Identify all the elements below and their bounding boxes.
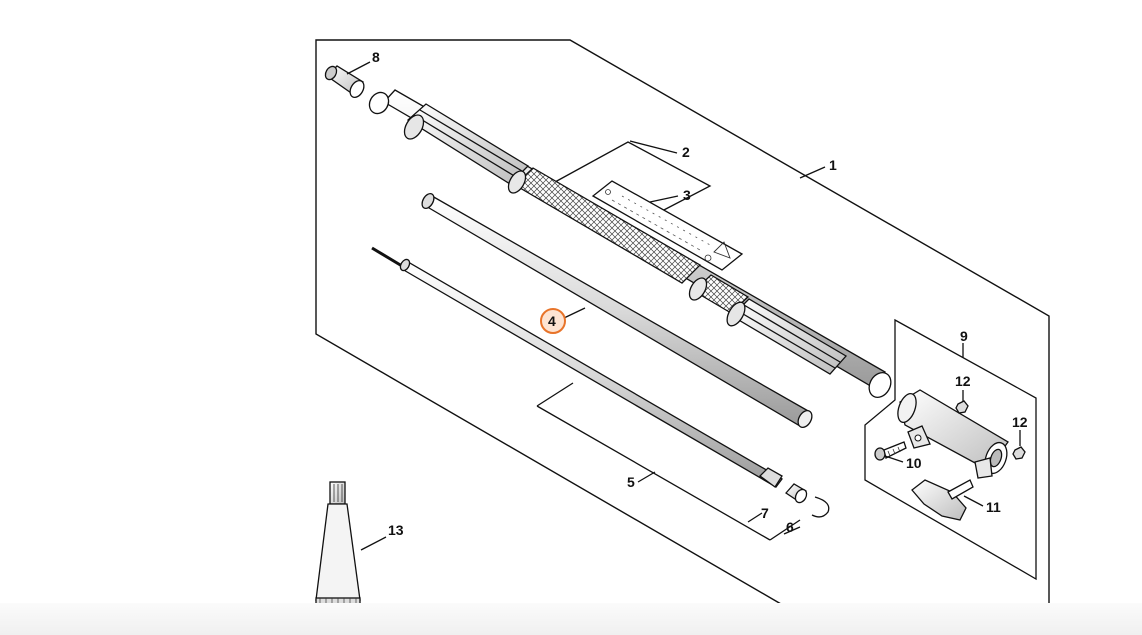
kit-bracket-6 <box>769 519 801 541</box>
warning-decal <box>591 180 744 271</box>
callout-10[interactable]: 10 <box>906 455 922 471</box>
nut-right <box>1012 446 1026 460</box>
wing-bolt <box>911 479 974 521</box>
callout-12-upper[interactable]: 12 <box>955 373 971 389</box>
grease-tube <box>315 481 361 606</box>
drive-tube-assembly <box>368 89 892 398</box>
end-plug <box>324 65 365 99</box>
callout-12-right[interactable]: 12 <box>1012 414 1028 430</box>
callout-1[interactable]: 1 <box>829 157 837 173</box>
bushing <box>785 483 808 504</box>
callout-2[interactable]: 2 <box>682 144 690 160</box>
callout-8[interactable]: 8 <box>372 49 380 65</box>
callout-7[interactable]: 7 <box>761 505 769 521</box>
page-bottom-edge <box>0 603 1142 635</box>
bracket-kit-frame <box>864 318 1037 581</box>
callout-3[interactable]: 3 <box>683 187 691 203</box>
callout-11[interactable]: 11 <box>986 499 1001 515</box>
callout-5[interactable]: 5 <box>627 474 635 490</box>
callout-4-highlight-ring <box>540 308 566 334</box>
drive-shaft <box>371 246 783 488</box>
callouts: 8 1 2 3 4 5 6 7 9 12 12 10 11 13 <box>372 49 1028 538</box>
callout-9[interactable]: 9 <box>960 328 968 344</box>
leader-lines <box>346 61 1021 551</box>
callout-4[interactable]: 4 <box>548 313 556 329</box>
screw <box>874 441 907 461</box>
retaining-ring <box>811 496 830 518</box>
nut-upper <box>955 400 969 414</box>
liner-tube <box>421 192 813 429</box>
callout-6[interactable]: 6 <box>786 519 794 535</box>
callout-13[interactable]: 13 <box>388 522 404 538</box>
driveshaft-bracket <box>536 382 574 407</box>
label-bracket-2-3 <box>554 141 712 213</box>
clamp-bracket <box>897 389 1009 479</box>
